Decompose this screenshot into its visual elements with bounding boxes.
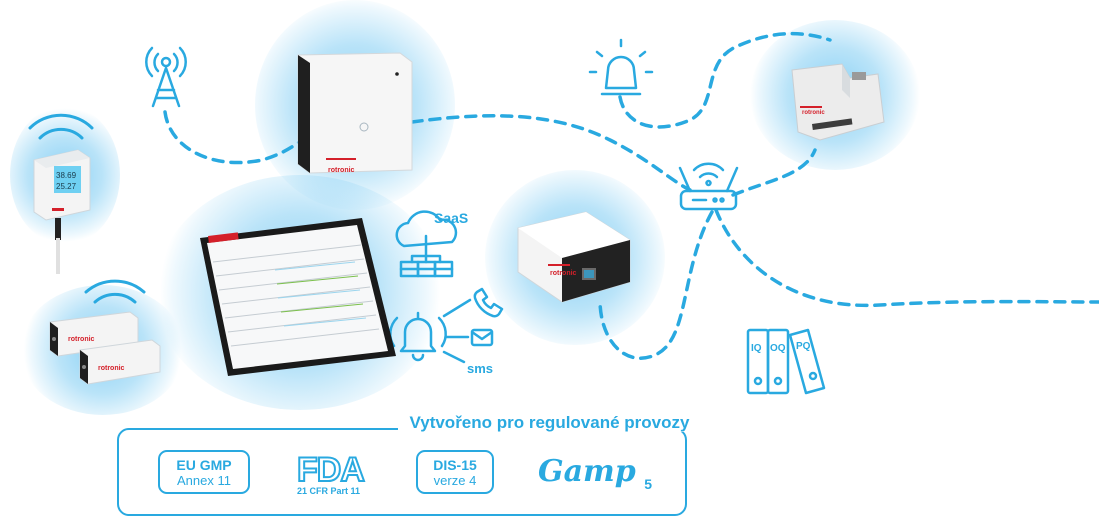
converter-device [517, 211, 631, 303]
gamp-version: 5 [644, 476, 653, 492]
wifi-router-icon [678, 162, 739, 211]
wifi-signal-icon [28, 113, 94, 140]
eu-gmp-badge: EU GMP Annex 11 [158, 450, 250, 494]
logger-brand-2: rotronic [98, 365, 125, 372]
eu-gmp-title: EU GMP [176, 457, 232, 473]
gamp-logo: Gamp 5 [538, 454, 652, 494]
wifi-signal-icon [84, 279, 146, 304]
binder-label-iq: IQ [751, 343, 762, 354]
fda-logo-text: FDA [296, 451, 366, 489]
wall-gateway-device [297, 52, 413, 174]
sms-label: sms [467, 361, 494, 376]
alarm-beacon-icon [588, 38, 654, 96]
data-loggers [49, 311, 161, 385]
binder-label-pq: PQ [796, 341, 811, 352]
antenna-tower-icon [145, 46, 187, 108]
saas-label: SaaS [434, 210, 469, 226]
din-module-device [791, 63, 885, 141]
fda-logo: FDA 21 CFR Part 11 [296, 451, 385, 500]
converter-brand: rotronic [550, 270, 577, 277]
regulatory-title: Vytvořeno pro regulované provozy [397, 413, 702, 432]
tablet-device [200, 218, 396, 376]
dis15-badge: DIS-15 verze 4 [416, 450, 494, 494]
sensor-reading-2: 25.27 [56, 182, 77, 191]
din-module-brand: rotronic [802, 110, 825, 116]
gateway-brand: rotronic [328, 167, 355, 174]
fda-subtitle: 21 CFR Part 11 [297, 486, 361, 496]
binder-label-oq: OQ [770, 343, 786, 354]
dis15-subtitle: verze 4 [433, 473, 477, 488]
eu-gmp-subtitle: Annex 11 [177, 473, 231, 488]
dis15-title: DIS-15 [433, 457, 477, 473]
regulatory-title-row: Vytvořeno pro regulované provozy [0, 413, 1099, 433]
logger-brand-1: rotronic [68, 336, 95, 343]
sensor-reading-1: 38.69 [56, 171, 77, 180]
cloud-saas-icon [395, 210, 458, 278]
phone-icon [473, 287, 504, 318]
wall-sensor-device [33, 149, 91, 274]
gamp-logo-text: Gamp [538, 454, 636, 489]
mail-icon [470, 328, 494, 347]
bell-icon [389, 298, 472, 364]
binders-icon [746, 328, 826, 395]
